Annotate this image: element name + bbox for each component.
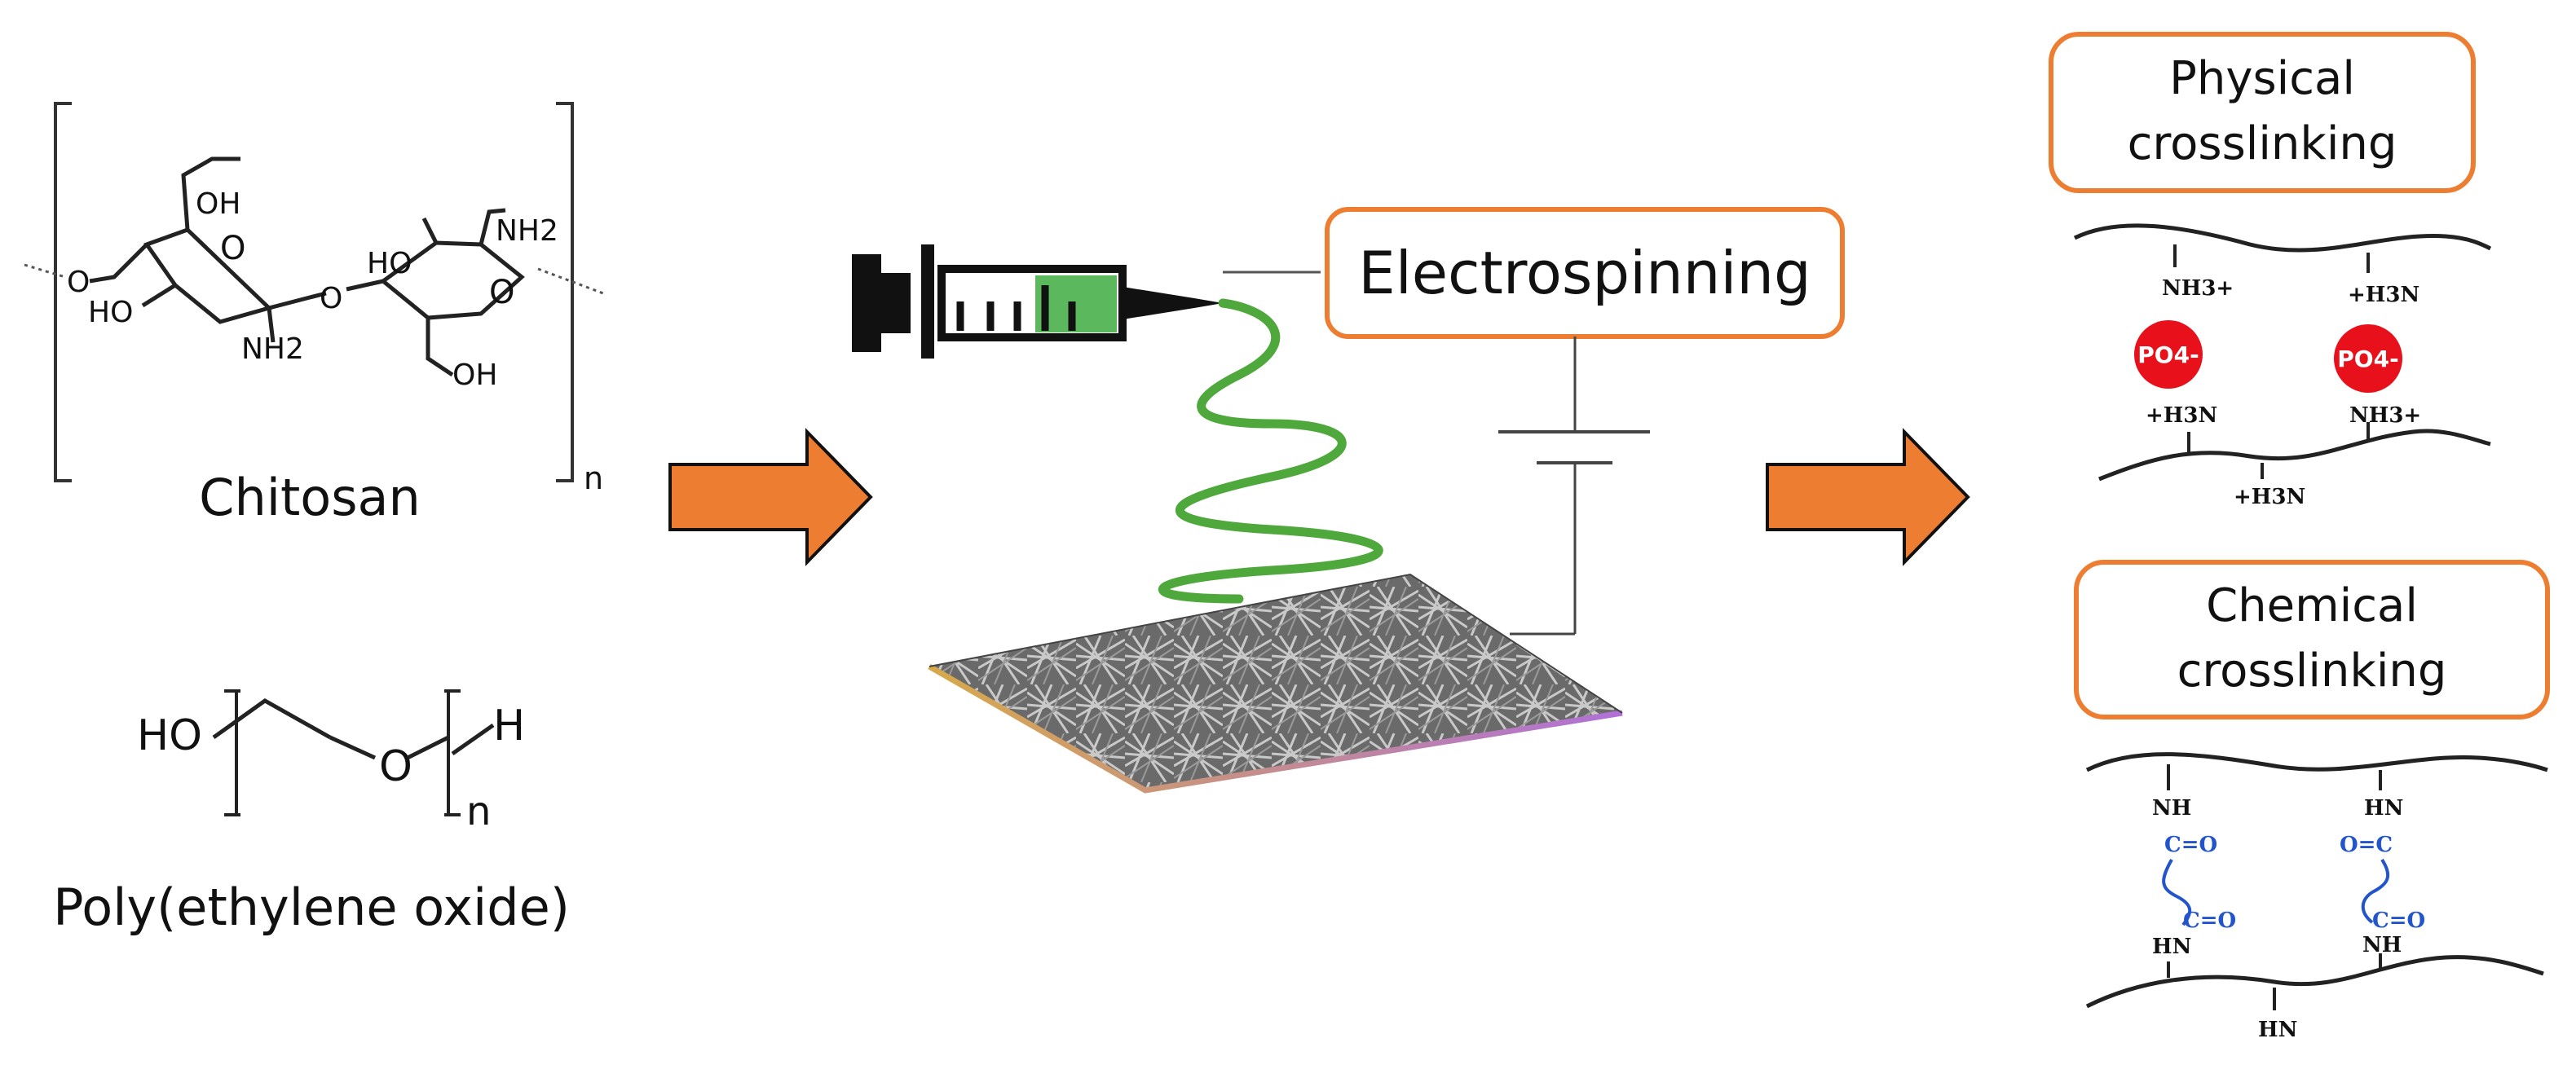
syringe-icon: [852, 244, 1321, 359]
svg-text:PO4-: PO4-: [2337, 345, 2398, 372]
physical-chain-top: [2073, 223, 2492, 253]
chitosan-repeat-subscript: n: [584, 460, 603, 496]
physical-crosslinking-box: [2049, 32, 2476, 193]
chitosan-right-bracket: [556, 102, 574, 482]
peo-h: H: [493, 702, 525, 750]
chemical-chain-bottom: [2085, 955, 2544, 1009]
chemical-chain-top: [2085, 752, 2548, 772]
physical-crosslinking-panel: Physical crosslinking NH3+ +H3N +H3N NH3…: [2049, 32, 2492, 509]
chitosan-oh-bottom: OH: [452, 359, 497, 392]
electrospinning-label: Electrospinning: [1358, 239, 1811, 307]
chemical-co-bottom-left: C=O: [2183, 909, 2236, 933]
chemical-nh-bottom-right: NH: [2362, 933, 2402, 957]
chemical-crosslinking-box: [2074, 560, 2550, 719]
peo-structure: HO O H n Poly(ethylene oxide): [53, 689, 570, 937]
process-arrow-1: [668, 428, 873, 566]
electrospinning-setup: Electrospinning: [852, 207, 1845, 794]
chemical-crosslinking-panel: Chemical crosslinking NH C=O C=O HN HN O…: [2074, 560, 2550, 1042]
phosphate-ion-left: PO4-: [2134, 320, 2203, 389]
peo-label: Poly(ethylene oxide): [53, 878, 570, 937]
chitosan-ring-1: [143, 227, 273, 324]
chemical-hn-top-right: HN: [2364, 796, 2403, 821]
dc-power-symbol: [1498, 337, 1650, 636]
chitosan-left-bracket: [54, 102, 72, 482]
chitosan-label: Chitosan: [199, 468, 421, 527]
peo-o: O: [379, 742, 412, 791]
physical-h3n-bottom: +H3N: [2234, 485, 2305, 509]
chitosan-structure: n O OH O HO NH2 O O HO NH2 OH Chitosan: [24, 102, 604, 527]
chemical-oc-top-right: O=C: [2340, 833, 2393, 857]
physical-chain-bottom: [2098, 429, 2491, 482]
peo-ho: HO: [137, 711, 202, 760]
chemical-linker-left: [2162, 859, 2192, 926]
chemical-hn-bottom-left: HN: [2152, 935, 2191, 959]
physical-h3n-top-right: +H3N: [2348, 283, 2419, 307]
physical-h3n-mid-left: +H3N: [2146, 403, 2217, 428]
peo-subscript: n: [466, 789, 491, 834]
physical-title-line2: crosslinking: [2128, 117, 2397, 170]
chitosan-o-bridge: O: [320, 282, 342, 315]
chemical-co-bottom-right: C=O: [2372, 909, 2425, 933]
physical-nh3-mid-right: NH3+: [2349, 403, 2421, 428]
physical-nh3-top-left: NH3+: [2162, 276, 2234, 301]
chitosan-ho-left: HO: [88, 296, 133, 329]
chemical-nh-top-left: NH: [2152, 796, 2191, 821]
chitosan-nh2-bottom: NH2: [241, 332, 304, 366]
electrospinning-box: [1325, 207, 1845, 339]
chitosan-ho-mid: HO: [367, 247, 412, 280]
chemical-co-top-left: C=O: [2164, 833, 2217, 857]
process-arrow-2: [1766, 428, 1970, 566]
physical-title-line1: Physical: [2169, 52, 2355, 105]
chitosan-o-left: O: [67, 266, 90, 299]
svg-text:PO4-: PO4-: [2137, 341, 2199, 368]
svg-text:O: O: [489, 274, 514, 311]
chitosan-nh2-top: NH2: [496, 214, 558, 248]
chitosan-oh-top: OH: [196, 187, 240, 221]
chemical-title-line2: crosslinking: [2177, 645, 2447, 697]
phosphate-ion-right: PO4-: [2334, 324, 2402, 393]
svg-text:O: O: [220, 230, 245, 267]
chemical-hn-bottom: HN: [2258, 1018, 2297, 1042]
nanofiber-mat-image: [928, 573, 1623, 794]
chemical-title-line1: Chemical: [2206, 579, 2418, 632]
chemical-linker-right: [2361, 858, 2390, 924]
fiber-jet: [1158, 298, 1383, 604]
